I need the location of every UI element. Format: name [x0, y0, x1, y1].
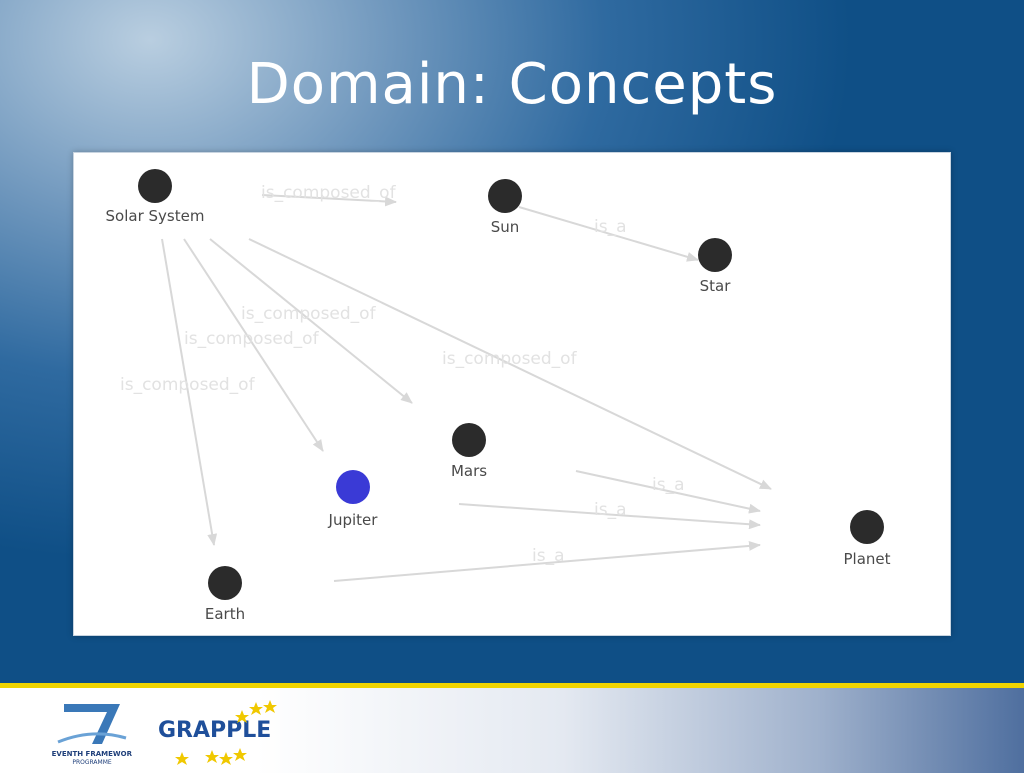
grapple-logo: GRAPPLE: [158, 700, 277, 765]
edge-label-solar-jupiter: is_composed_of: [184, 329, 320, 349]
edge-solar-planet: [248, 238, 772, 490]
node-star[interactable]: Star: [698, 238, 732, 295]
edge-label-sun-star: is_a: [594, 217, 627, 237]
edge-solar-sun: [261, 194, 397, 207]
node-mars-label: Mars: [451, 462, 487, 480]
edge-label-jupiter-planet: is_a: [594, 500, 627, 520]
node-jupiter[interactable]: Jupiter: [328, 470, 379, 529]
node-sun-label: Sun: [491, 218, 520, 236]
node-sun-circle[interactable]: [488, 179, 522, 213]
grapple-stars-icon: [175, 700, 277, 765]
node-mars[interactable]: Mars: [451, 423, 487, 480]
slide-title: Domain: Concepts: [246, 52, 778, 117]
node-earth-circle[interactable]: [208, 566, 242, 600]
node-jupiter-label: Jupiter: [328, 511, 379, 529]
edge-solar-jupiter: [183, 238, 324, 452]
grapple-logo-text: GRAPPLE: [158, 718, 271, 743]
node-solar-system-label: Solar System: [106, 207, 205, 225]
edge-label-solar-earth: is_composed_of: [120, 375, 256, 395]
node-star-circle[interactable]: [698, 238, 732, 272]
concept-graph: is_composed_of is_a is_composed_of is_co…: [106, 169, 891, 623]
fp7-logo: SEVENTH FRAMEWORK PROGRAMME: [52, 704, 132, 766]
node-solar-system-circle[interactable]: [138, 169, 172, 203]
edge-solar-earth: [161, 238, 218, 546]
edge-sun-star: [518, 206, 699, 262]
node-earth[interactable]: Earth: [205, 566, 245, 623]
node-planet-label: Planet: [843, 550, 890, 568]
node-solar-system[interactable]: Solar System: [106, 169, 205, 225]
edge-jupiter-planet: [458, 503, 761, 530]
node-star-label: Star: [700, 277, 732, 295]
node-sun[interactable]: Sun: [488, 179, 522, 236]
fp7-text-line2: PROGRAMME: [72, 759, 112, 766]
edge-label-mars-planet: is_a: [652, 475, 685, 495]
edges: is_composed_of is_a is_composed_of is_co…: [120, 183, 772, 582]
concept-graph-canvas: is_composed_of is_a is_composed_of is_co…: [73, 152, 951, 636]
edge-label-solar-sun: is_composed_of: [261, 183, 397, 203]
nodes: Solar System Sun Star Mars Jupiter Earth: [106, 169, 891, 623]
node-planet[interactable]: Planet: [843, 510, 891, 568]
slide-footer: SEVENTH FRAMEWORK PROGRAMME GRAPPLE: [0, 683, 1024, 773]
edge-solar-mars: [209, 238, 413, 404]
node-jupiter-circle[interactable]: [336, 470, 370, 504]
node-mars-circle[interactable]: [452, 423, 486, 457]
edge-label-solar-planet: is_composed_of: [442, 349, 578, 369]
fp7-swoosh: [57, 732, 127, 744]
edge-label-solar-mars: is_composed_of: [241, 304, 377, 324]
edge-mars-planet: [575, 470, 761, 514]
node-planet-circle[interactable]: [850, 510, 884, 544]
fp7-text-line1: SEVENTH FRAMEWORK: [52, 750, 132, 758]
edge-label-earth-planet: is_a: [532, 546, 565, 566]
edge-earth-planet: [333, 540, 761, 582]
node-earth-label: Earth: [205, 605, 245, 623]
